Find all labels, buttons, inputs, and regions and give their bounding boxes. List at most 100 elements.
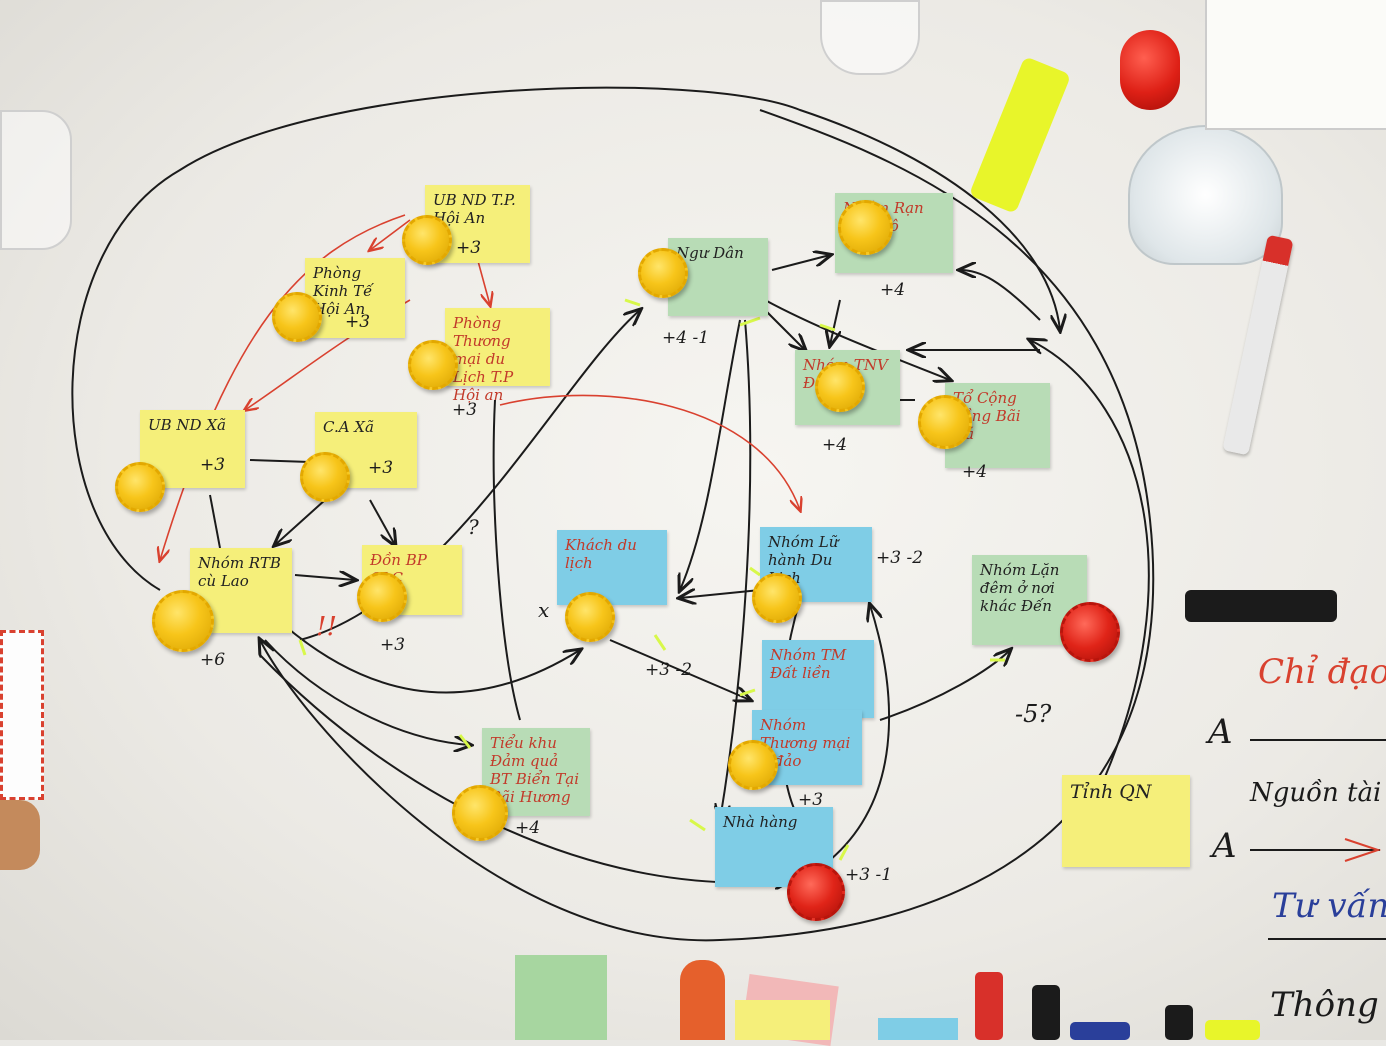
bottle-cap-token <box>638 248 688 298</box>
score-don-bp: +3 <box>380 635 406 655</box>
arrow-ngudan-congdong <box>764 299 950 380</box>
arrow-luhanh-khach <box>680 590 761 598</box>
score-nhom-lu-hanh: +3 -2 <box>876 548 924 568</box>
score-ubnd-xa: +3 <box>200 455 226 475</box>
note-phong-kinh-te: Phòng Kinh Tế Hội An <box>305 258 405 338</box>
legend-tu-van: Tư vấn <box>1272 886 1386 926</box>
glass-right <box>1128 125 1283 265</box>
note-text: Nhóm TM Đất liền <box>770 646 847 682</box>
marker-black-icon <box>1032 985 1060 1040</box>
arrow-nhahang-luhanh <box>829 605 891 861</box>
marker-blue-icon <box>1070 1022 1130 1040</box>
note-khach-du-lich: Khách du lịch <box>557 530 667 605</box>
arrow-rtb-nhahang <box>259 654 790 883</box>
bottle-cap-token-red <box>787 863 845 921</box>
bottle-cap-token <box>300 452 350 502</box>
arrow-rtb-tieukhu <box>264 639 470 745</box>
note-text: UB ND T.P. Hội An <box>433 191 516 227</box>
legend-a-1: A <box>1208 712 1233 752</box>
note-text: Phòng Kinh Tế Hội An <box>313 264 373 318</box>
arrow-outer-right <box>260 109 1155 942</box>
cross-mark: x <box>538 598 550 622</box>
voice-recorder <box>1185 590 1337 622</box>
score-nhom-rtb: +6 <box>200 650 226 670</box>
bottle-cap-token <box>272 292 322 342</box>
score-tieu-khu: +4 <box>515 818 541 838</box>
glass-left <box>0 110 72 250</box>
score-nhom-lan-dem: -5? <box>1015 700 1052 728</box>
arrow-ngudan-ransanho <box>771 255 830 271</box>
bottle-cap-token <box>565 592 615 642</box>
arrow-red-tm-luhanh <box>499 394 800 510</box>
score-ca-xa: +3 <box>368 458 394 478</box>
note-nha-hang: Nhà hàng <box>715 807 833 887</box>
score-nhom-tnv: +4 <box>822 435 848 455</box>
score-phong-kinh-te: +3 <box>345 312 371 332</box>
bottle-cap-token <box>152 590 214 652</box>
note-phong-thuong-mai: Phòng Thương mại du Lịch T.P Hội an <box>445 308 550 404</box>
arrow-outer-loop <box>71 86 1060 591</box>
bottle-cap-token <box>357 572 407 622</box>
note-tinh-qn: Tỉnh QN <box>1062 775 1190 867</box>
arrow-ca-rtb <box>275 499 326 545</box>
red-cap-stack <box>1120 30 1180 110</box>
note-text: Ngư Dân <box>676 244 744 262</box>
exclamation-mark: !! <box>316 612 337 642</box>
marker-black-icon <box>1165 1005 1193 1040</box>
arrow-rtb-don <box>294 575 355 580</box>
score-to-cong-dong: +4 <box>962 462 988 482</box>
score-ngu-dan: +4 -1 <box>662 328 710 348</box>
question-mark: ? <box>468 515 479 539</box>
notebook <box>1205 0 1386 130</box>
note-nhom-tm-dat-lien: Nhóm TM Đất liền <box>762 640 874 718</box>
score-nhom-thuong-dao: +3 <box>798 790 824 810</box>
legend-thong: Thông <box>1270 985 1379 1025</box>
bottle-cap-token <box>815 362 865 412</box>
note-text: Nhóm Lặn đêm ở nơi khác Đến <box>980 561 1060 615</box>
note-text: Tiểu khu Đảm quả BT Biển Tại Bãi Hương <box>490 734 580 806</box>
score-ran-san-ho: +4 <box>880 280 906 300</box>
bottle-cap-token <box>728 740 778 790</box>
glass-top <box>820 0 920 75</box>
sticky-pad-yellow <box>735 1000 830 1040</box>
legend-chi-dao: Chỉ đạo <box>1258 652 1386 692</box>
arrow-tinhqn-ransanho <box>960 270 1041 321</box>
envelope <box>0 630 44 800</box>
score-phong-thuong-mai: +3 <box>452 400 478 420</box>
score-ubnd-tp: +3 <box>456 238 482 258</box>
note-text: Tỉnh QN <box>1070 781 1152 803</box>
note-text: Phòng Thương mại du Lịch T.P Hội an <box>453 314 514 404</box>
arrow-ubndxa-ca <box>249 459 311 463</box>
arrow-ubndxa-rtb <box>209 494 221 549</box>
bottle-cap-token <box>408 340 458 390</box>
sticky-pad-blue <box>878 1018 958 1040</box>
legend-line-chi-dao <box>1250 739 1386 741</box>
note-text: Nhóm RTB cù Lao <box>198 554 281 590</box>
highlighter-icon <box>1205 1020 1260 1040</box>
note-text: Khách du lịch <box>565 536 637 572</box>
arrow-rtb-khach <box>289 629 580 694</box>
arrow-tm-landem <box>879 650 1010 721</box>
bottle-cap-token <box>402 215 452 265</box>
pencil-case <box>680 960 725 1040</box>
note-text: UB ND Xã <box>148 416 226 434</box>
hand <box>0 800 40 870</box>
note-text: Nhà hàng <box>723 813 798 831</box>
arrow-ngudan-khach <box>680 319 741 590</box>
sticky-pad-green <box>515 955 607 1040</box>
legend-nguon-tai: Nguồn tài <box>1250 778 1382 808</box>
arrow-ca-don <box>369 499 395 545</box>
legend-line-tu-van <box>1268 938 1386 940</box>
bottle-cap-token <box>452 785 508 841</box>
arrow-ngudan-tnv <box>764 309 805 350</box>
bottle-cap-token <box>838 200 893 255</box>
marker-red-icon <box>975 972 1003 1040</box>
arrow-red-ubnd-kinhte <box>370 219 411 250</box>
note-text: C.A Xã <box>323 418 374 436</box>
legend-a-2: A <box>1212 826 1237 866</box>
arrow-rtb-ngudan <box>299 310 640 641</box>
score-nha-hang: +3 -1 <box>845 865 893 885</box>
arrow-tinhqn-loop <box>1030 340 1150 831</box>
